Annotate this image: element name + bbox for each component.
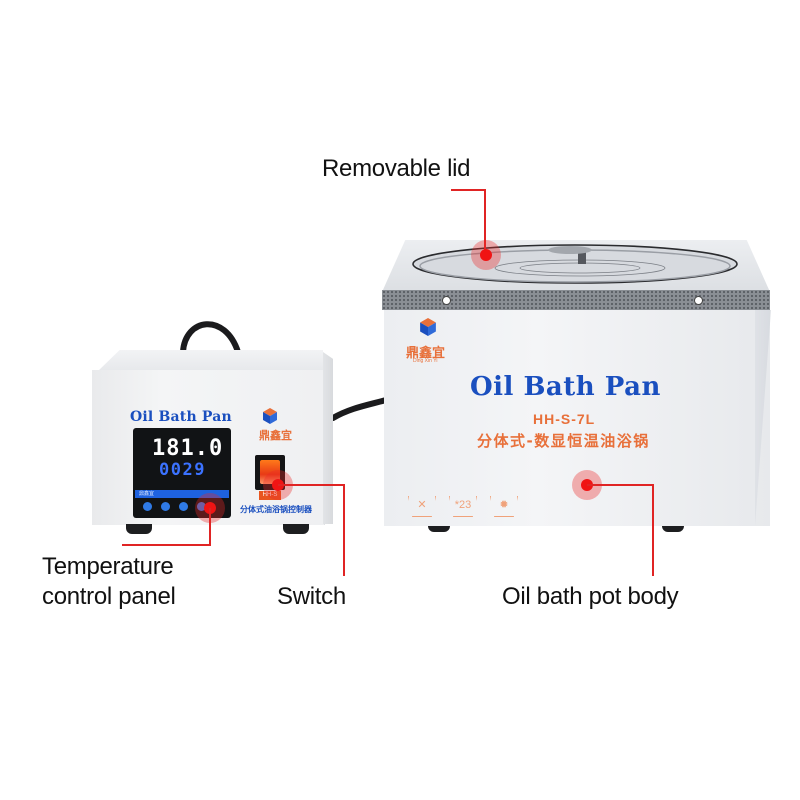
controller-top (97, 350, 323, 372)
product-title: Oil Bath Pan (470, 372, 661, 402)
controller-side (323, 352, 333, 524)
callout-line (122, 544, 211, 546)
callout-line (209, 508, 211, 546)
callout-line (451, 189, 485, 191)
process-value: 181.0 (152, 436, 224, 461)
callout-marker-lid (471, 240, 501, 270)
no-water-wash-icon: ✕ (408, 496, 436, 517)
callout-label-switch: Switch (277, 583, 346, 610)
callout-line (484, 189, 486, 255)
brand-logo-icon (263, 408, 277, 424)
callout-line (343, 484, 345, 576)
pot-body (384, 310, 770, 526)
controller-cn-label: 分体式油浴锅控制器 (240, 505, 312, 514)
callout-line (652, 484, 654, 576)
perforated-rim (382, 290, 770, 310)
shift-button[interactable] (197, 502, 206, 511)
callout-line (587, 484, 653, 486)
brand-logo-icon (420, 318, 436, 336)
removable-lid[interactable] (405, 242, 745, 290)
rim-screw-icon (442, 296, 451, 305)
callout-label-lid: Removable lid (322, 155, 471, 182)
pot-foot (428, 526, 450, 532)
callout-line (278, 484, 345, 486)
set-button[interactable] (143, 502, 152, 511)
pot-brand-pinyin: Ding Xin Yi (413, 358, 438, 364)
set-value: 0029 (159, 460, 206, 480)
controller-title: Oil Bath Pan (130, 409, 232, 425)
callout-label-panel-line1: Temperature (42, 553, 174, 580)
controller-brand-name: 鼎鑫宜 (259, 429, 292, 442)
switch-model-tag: HH-S (259, 491, 281, 500)
temperature-wash-icon: *23 (449, 496, 477, 517)
callout-label-body: Oil bath pot body (502, 583, 679, 610)
callout-label-panel-line2: control panel (42, 583, 176, 610)
product-model: HH-S-7L (533, 411, 596, 427)
down-button[interactable] (161, 502, 170, 511)
power-switch[interactable] (260, 460, 280, 484)
controller-foot (126, 524, 152, 534)
heat-wash-icon: ✹ (490, 496, 518, 517)
up-button[interactable] (179, 502, 188, 511)
controller-foot (283, 524, 309, 534)
pot-foot (662, 526, 684, 532)
product-cn-description: 分体式-数显恒温油浴锅 (477, 432, 650, 450)
rim-screw-icon (694, 296, 703, 305)
display-brand-strip: 鼎鑫宜 (135, 490, 229, 498)
pot-brand-name: 鼎鑫宜 (406, 346, 446, 361)
